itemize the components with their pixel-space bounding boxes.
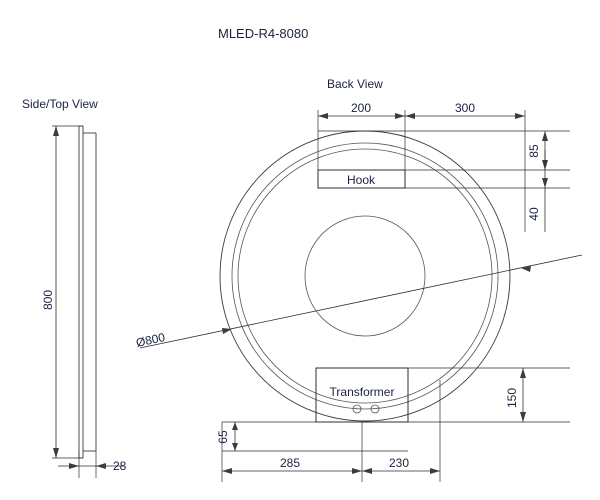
dimension-bottom-right-value: 230 <box>389 456 409 470</box>
dimension-hook-offset-value: 85 <box>527 144 541 158</box>
transformer-reference-lines <box>408 367 570 423</box>
dimension-side-depth-value: 28 <box>113 459 127 473</box>
dimension-side-height-value: 800 <box>41 290 55 310</box>
dimension-hook-height-value: 40 <box>527 207 541 221</box>
drawing-title: MLED-R4-8080 <box>218 26 308 41</box>
dimension-top-chain: 200 300 <box>317 101 526 232</box>
dimension-transformer-height-value: 150 <box>505 388 519 408</box>
hook-reference-lines <box>318 130 570 189</box>
transformer-terminal-left <box>352 404 362 414</box>
dimension-top-right-value: 300 <box>455 101 475 115</box>
diameter-leader: Ø800 <box>135 254 583 350</box>
dimension-side-depth: 28 <box>58 451 127 478</box>
dimension-transformer-offset: 65 <box>216 421 408 452</box>
dimension-bottom-left-value: 285 <box>280 456 300 470</box>
dimension-side-height: 800 <box>41 125 83 459</box>
transformer-label: Transformer <box>330 385 395 399</box>
dimension-transformer-height: 150 <box>505 368 526 422</box>
dimension-diameter-value: Ø800 <box>135 330 167 350</box>
back-view-label: Back View <box>327 77 383 91</box>
dimension-transformer-offset-value: 65 <box>216 430 230 444</box>
side-view-geometry <box>78 125 97 459</box>
dimension-hook-height: 40 <box>527 150 548 232</box>
hook-box <box>317 169 406 189</box>
hook-component: Hook <box>317 169 406 189</box>
transformer-terminal-right <box>370 404 380 414</box>
transformer-component: Transformer <box>315 367 409 423</box>
hook-label: Hook <box>347 173 376 187</box>
mirror-ring-outer <box>231 142 499 410</box>
mirror-ring-inner <box>237 148 493 404</box>
dimension-top-left-value: 200 <box>351 101 371 115</box>
mirror-center-circle <box>304 215 426 337</box>
dimension-bottom-chain: 285 230 <box>221 380 441 482</box>
side-top-view-label: Side/Top View <box>22 97 98 111</box>
